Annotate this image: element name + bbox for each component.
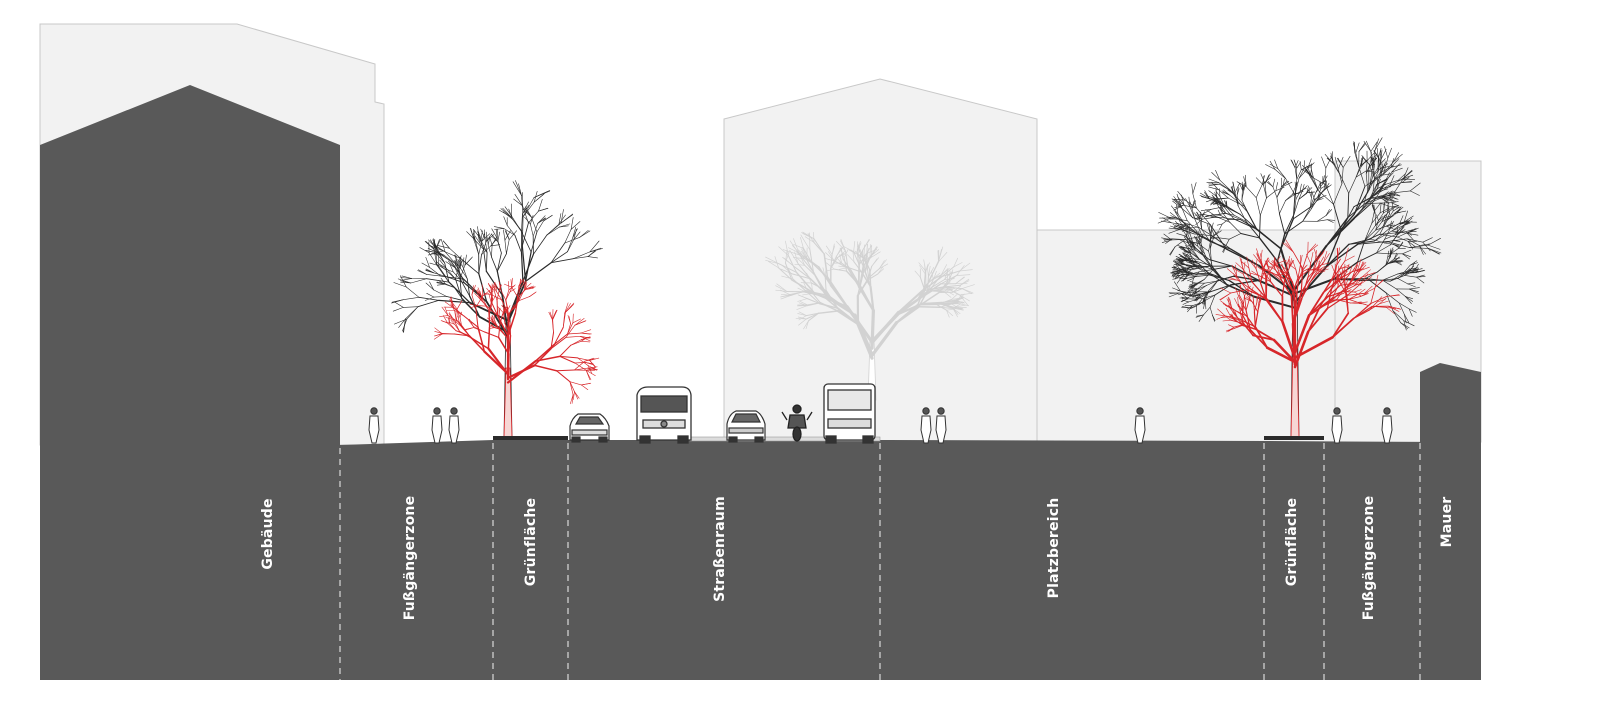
ground [40,85,1481,680]
car-left [569,413,610,443]
pedestrian [1381,407,1393,444]
pedestrians [368,407,1393,444]
van [636,386,692,444]
pedestrian [920,407,932,444]
bus [823,383,876,444]
pedestrian [448,407,460,444]
cyclist [781,404,813,442]
wall-mauer [1420,363,1481,680]
ground-section [340,440,1420,680]
pedestrian [431,407,443,444]
car-right [726,410,766,443]
pedestrian [935,407,947,444]
tree-white [765,231,975,401]
pedestrian [1134,407,1146,444]
building-gebaeude [40,85,340,680]
background-building-center [723,78,1038,443]
pedestrian [368,407,380,444]
pedestrian [1331,407,1343,444]
zone-dividers [339,443,1421,680]
tree-left [391,180,603,439]
tree-right [1157,137,1442,439]
